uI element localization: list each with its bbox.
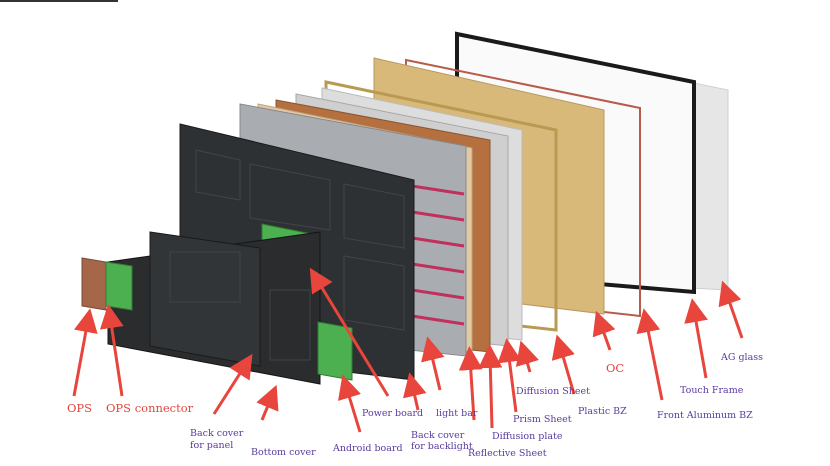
label-light-bar: light bar: [436, 408, 478, 419]
label-back-cover-panel-line1: Back cover: [190, 428, 244, 439]
panel-ribs: [195, 149, 405, 331]
label-prism-sheet: Prism Sheet: [513, 414, 572, 425]
label-power-board: Power board: [362, 408, 424, 419]
label-ops-connector: OPS connector: [106, 401, 194, 415]
bottom-cover-plate: [149, 231, 261, 367]
label-android-board: Android board: [333, 443, 403, 454]
label-bottom-cover: Bottom cover: [251, 447, 316, 458]
label-oc: OC: [606, 361, 625, 375]
ops-module-shape: [81, 257, 107, 311]
label-front-aluminum-bz: Front Aluminum BZ: [657, 410, 753, 421]
label-back-cover-panel-line2: for panel: [190, 440, 234, 451]
label-reflective-sheet: Reflective Sheet: [468, 448, 547, 459]
label-touch-frame: Touch Frame: [680, 385, 744, 396]
top-edge-bar: [0, 0, 118, 2]
label-back-cover-backlight-line1: Back cover: [411, 430, 465, 441]
label-plastic-bz: Plastic BZ: [578, 406, 627, 417]
label-diffusion-plate: Diffusion plate: [492, 431, 563, 442]
label-diffusion-sheet: Diffusion Sheet: [516, 386, 590, 397]
bottom-cover-details: [169, 251, 311, 361]
label-ops: OPS: [67, 401, 93, 415]
ops-connector-shape: [105, 261, 133, 311]
label-ag-glass: AG glass: [721, 352, 764, 363]
callout-arrows: [72, 267, 744, 433]
label-back-cover-backlight-line2: for backlight: [411, 441, 473, 452]
light-bars: [411, 184, 465, 326]
